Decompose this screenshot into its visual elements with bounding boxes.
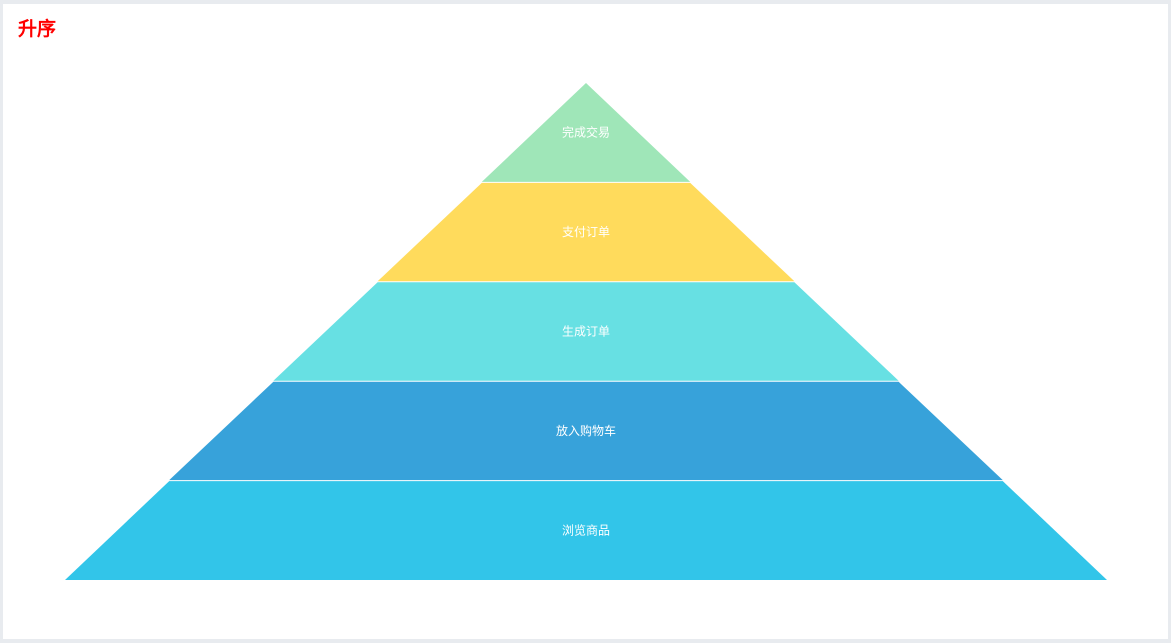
funnel-segment[interactable] [65,481,1107,580]
funnel-segment-label: 支付订单 [562,225,610,239]
funnel-segment-label: 浏览商品 [562,522,610,537]
funnel-segment-label: 完成交易 [562,125,610,140]
funnel-segment[interactable] [273,282,899,381]
funnel-segment[interactable] [377,182,795,282]
funnel-segments [65,83,1107,580]
chart-panel: 升序 完成交易支付订单生成订单放入购物车浏览商品 [3,4,1168,639]
funnel-segment[interactable] [169,381,1003,481]
chart-title: 升序 [18,18,57,40]
funnel-segment-label: 放入购物车 [556,423,616,438]
funnel-segment-label: 生成订单 [562,325,610,339]
funnel-segment[interactable] [481,83,691,182]
